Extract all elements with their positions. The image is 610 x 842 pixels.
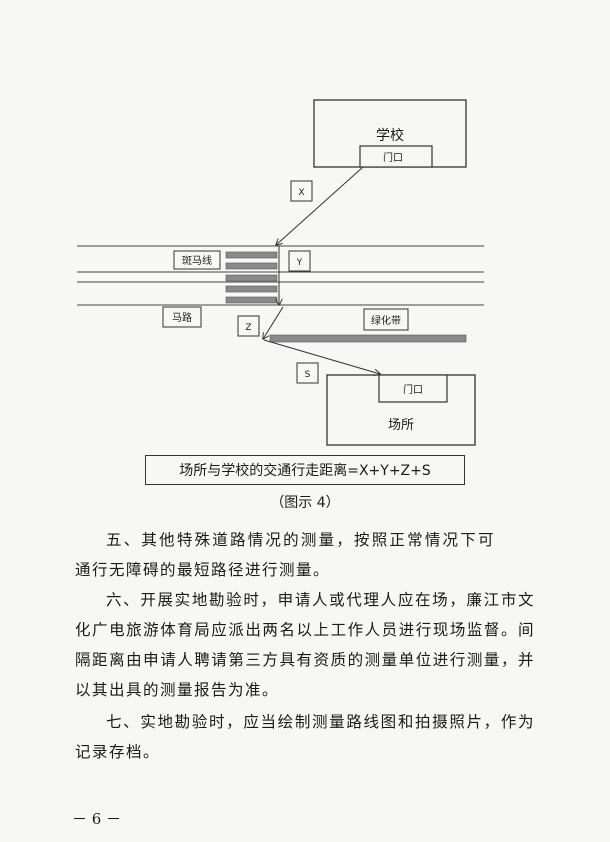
segment-y-box [288, 250, 311, 272]
body-text: 六、开展实地勘验时，申请人或代理人应在场，廉江市文化广电旅游体育局应派出两名以上… [75, 585, 535, 705]
school-gate [359, 145, 433, 168]
route-arrow-x [276, 166, 364, 245]
segment-s-label: S [305, 370, 311, 380]
segment-x-box [290, 180, 313, 202]
crosswalk-label-box [173, 250, 221, 270]
venue-gate-label: 门口 [403, 383, 423, 396]
segment-z-label: Z [245, 323, 251, 333]
segment-x-label: X [298, 188, 304, 198]
body-text: 七、实地勘验时，应当绘制测量路线图和拍摄照片，作为记录存档。 [75, 707, 535, 767]
school-label: 学校 [376, 127, 404, 144]
venue-label: 场所 [388, 418, 414, 433]
road-label-box [162, 306, 202, 328]
route-arrow-z [263, 306, 284, 339]
page-number: － 6 － [72, 810, 122, 828]
paragraph-5: 五、其他特殊道路情况的测量，按照正常情况下可通行无障碍的最短路径进行测量。 [75, 531, 495, 579]
paragraph-7: 七、实地勘验时，应当绘制测量路线图和拍摄照片，作为记录存档。 [75, 713, 535, 761]
paragraph-6: 六、开展实地勘验时，申请人或代理人应在场，廉江市文化广电旅游体育局应派出两名以上… [75, 591, 535, 699]
segment-z-box [237, 315, 260, 337]
road-label: 马路 [172, 311, 192, 324]
greenbelt-label: 绿化带 [371, 314, 401, 327]
crosswalk-stripe [225, 274, 278, 282]
segment-s-box [296, 362, 319, 384]
distance-formula: 场所与学校的交通行走距离=X+Y+Z+S [145, 455, 465, 485]
venue-gate [378, 374, 448, 403]
crosswalk-stripe [225, 251, 278, 259]
figure-label: （图示 4） [270, 495, 340, 511]
crosswalk-label: 斑马线 [182, 254, 212, 267]
body-text: 五、其他特殊道路情况的测量，按照正常情况下可通行无障碍的最短路径进行测量。 [75, 525, 535, 585]
greenbelt-strip [269, 334, 467, 343]
crosswalk-stripe [225, 262, 278, 270]
route-diagram: 学校 门口 斑马线 马路 绿化带 X Y Z S [77, 99, 484, 446]
crosswalk-stripe [225, 296, 278, 304]
route-arrow-s [263, 339, 380, 374]
greenbelt-label-box [363, 308, 409, 331]
crosswalk-stripe [225, 285, 278, 293]
school-gate-label: 门口 [383, 151, 403, 164]
segment-y-label: Y [296, 258, 303, 268]
